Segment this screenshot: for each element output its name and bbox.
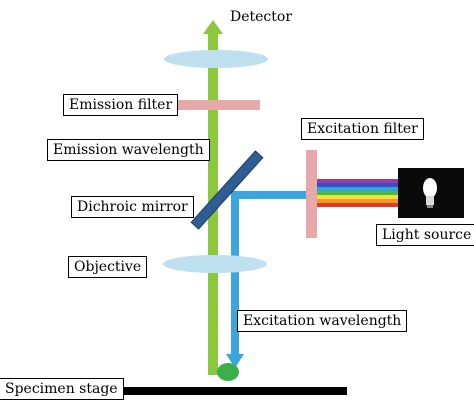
- spectrum-band: [317, 183, 398, 187]
- objective-label: Objective: [68, 256, 148, 278]
- dichroic-mirror: [190, 150, 264, 230]
- specimen-stage-label: Specimen stage: [0, 378, 124, 400]
- emission-wavelength-label: Emission wavelength: [47, 139, 210, 161]
- excitation-beam-vertical: [231, 191, 239, 356]
- specimen-stage: [122, 387, 347, 395]
- emission-filter: [175, 100, 260, 110]
- excitation-filter-label: Excitation filter: [301, 118, 424, 140]
- specimen: [217, 363, 239, 381]
- spectrum-band: [317, 195, 398, 199]
- dichroic-mirror-label: Dichroic mirror: [71, 196, 194, 218]
- spectrum-band: [317, 191, 398, 195]
- spectrum-band: [317, 203, 398, 207]
- emission-arrowhead: [203, 20, 223, 34]
- excitation-beam: [226, 191, 307, 368]
- spectrum-band: [317, 199, 398, 203]
- excitation-filter: [306, 150, 317, 238]
- spectrum-band: [317, 179, 398, 183]
- excitation-wavelength-label: Excitation wavelength: [237, 310, 408, 332]
- spectrum-band: [317, 187, 398, 191]
- detector-label: Detector: [230, 9, 293, 25]
- objective-lens: [163, 255, 267, 273]
- emission-filter-label: Emission filter: [63, 94, 179, 116]
- detector-lens: [164, 50, 268, 68]
- light-bulb-icon: [398, 168, 464, 218]
- excitation-arrowhead: [226, 354, 244, 368]
- light-spectrum-beam: [317, 179, 398, 207]
- light-source-label: Light source: [376, 224, 474, 246]
- excitation-beam-horizontal: [231, 191, 307, 199]
